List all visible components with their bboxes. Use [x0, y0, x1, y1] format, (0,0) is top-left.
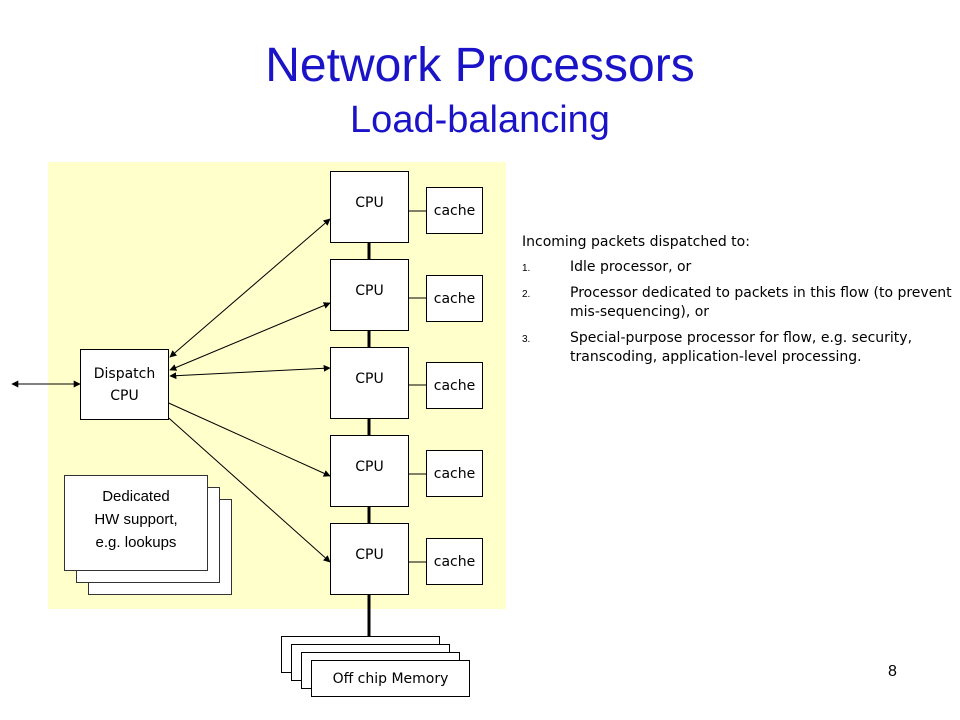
- slide-title: Network Processors: [265, 39, 695, 92]
- cache-box-5: cache: [426, 538, 483, 585]
- description-block: Incoming packets dispatched to: 1. Idle …: [522, 233, 952, 374]
- dispatch-arrow-cpu-2: [169, 302, 331, 371]
- description-intro: Incoming packets dispatched to:: [522, 234, 750, 250]
- cache-label: cache: [433, 290, 476, 307]
- cpu-label: CPU: [355, 459, 384, 475]
- list-item-number: 2.: [522, 289, 531, 300]
- dispatch-arrow-cpu-5: [161, 411, 331, 563]
- cpu-box-5: CPU: [330, 523, 409, 595]
- cpu-box-4: CPU: [330, 435, 409, 507]
- cpu-box-1: CPU: [330, 171, 409, 243]
- page-number: 8: [888, 663, 897, 680]
- dispatch-arrow-cpu-3: [169, 364, 331, 380]
- dispatch-arrow-cpu-4: [161, 399, 331, 477]
- dispatch-label-line1: Dispatch: [93, 365, 156, 382]
- slide-subtitle: Load-balancing: [350, 99, 610, 141]
- list-item: 2. Processor dedicated to packets in thi…: [522, 284, 952, 322]
- cpu-label: CPU: [355, 371, 384, 387]
- cache-box-3: cache: [426, 362, 483, 409]
- list-item-number: 1.: [522, 263, 531, 274]
- cache-box-4: cache: [426, 450, 483, 497]
- memory-label: Off chip Memory: [332, 670, 449, 687]
- cache-box-1: cache: [426, 187, 483, 234]
- hw-label-line1: Dedicated: [102, 487, 170, 505]
- hw-support-box: Dedicated HW support, e.g. lookups: [64, 475, 208, 571]
- cpu-label: CPU: [355, 195, 384, 211]
- list-item-number: 3.: [522, 334, 531, 345]
- list-item-text: Special-purpose processor for flow, e.g.…: [570, 330, 913, 365]
- hw-label-line3: e.g. lookups: [95, 533, 177, 551]
- off-chip-memory-box: Off chip Memory: [311, 660, 470, 697]
- cache-label: cache: [433, 465, 476, 482]
- list-item: 1. Idle processor, or: [522, 258, 952, 277]
- list-item-text: Idle processor, or: [570, 259, 692, 275]
- cache-label: cache: [433, 553, 476, 570]
- cpu-label: CPU: [355, 547, 384, 563]
- hw-label-line2: HW support,: [94, 510, 178, 528]
- cpu-box-3: CPU: [330, 347, 409, 419]
- list-item: 3. Special-purpose processor for flow, e…: [522, 329, 952, 367]
- list-item-text: Processor dedicated to packets in this f…: [570, 285, 952, 320]
- cache-label: cache: [433, 377, 476, 394]
- dispatch-cpu-box: Dispatch CPU: [80, 349, 169, 420]
- cache-box-2: cache: [426, 275, 483, 322]
- description-list: 1. Idle processor, or 2. Processor dedic…: [522, 258, 952, 367]
- cpu-label: CPU: [355, 283, 384, 299]
- cache-label: cache: [433, 202, 476, 219]
- cpu-box-2: CPU: [330, 259, 409, 331]
- dispatch-label-line2: CPU: [110, 387, 139, 404]
